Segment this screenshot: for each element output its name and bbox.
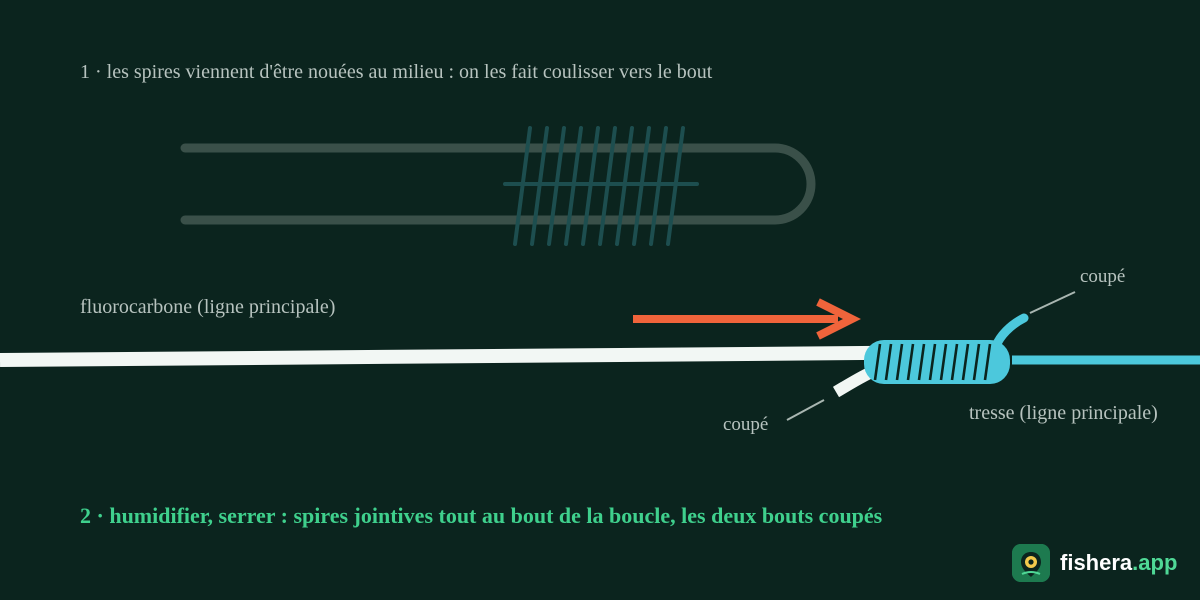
step1-caption: 1 · les spires viennent d'être nouées au… — [80, 61, 713, 83]
step2-caption: 2 · humidifier, serrer : spires jointive… — [80, 503, 883, 528]
leader-cut-bottom — [786, 399, 825, 421]
leader-cut-top — [1029, 291, 1076, 314]
cut-top-label: coupé — [1080, 266, 1126, 287]
ghost-wraps — [503, 126, 699, 246]
braid-label: tresse (ligne principale) — [969, 402, 1158, 424]
tight-wraps — [864, 340, 1010, 384]
slide-arrow — [633, 298, 861, 340]
brand-word: fishera — [1060, 550, 1133, 575]
brand-tld: .app — [1132, 550, 1178, 575]
ghost-loop — [180, 143, 816, 225]
fluorocarbon-line — [0, 345, 991, 367]
braid-cut-end — [991, 313, 1029, 351]
brand-name: fishera.app — [1060, 550, 1177, 576]
brand: fishera.app — [1012, 544, 1177, 582]
fluorocarbon-label: fluorocarbone (ligne principale) — [80, 296, 336, 318]
fishera-logo-icon — [1012, 544, 1050, 582]
cut-bottom-label: coupé — [723, 414, 769, 435]
